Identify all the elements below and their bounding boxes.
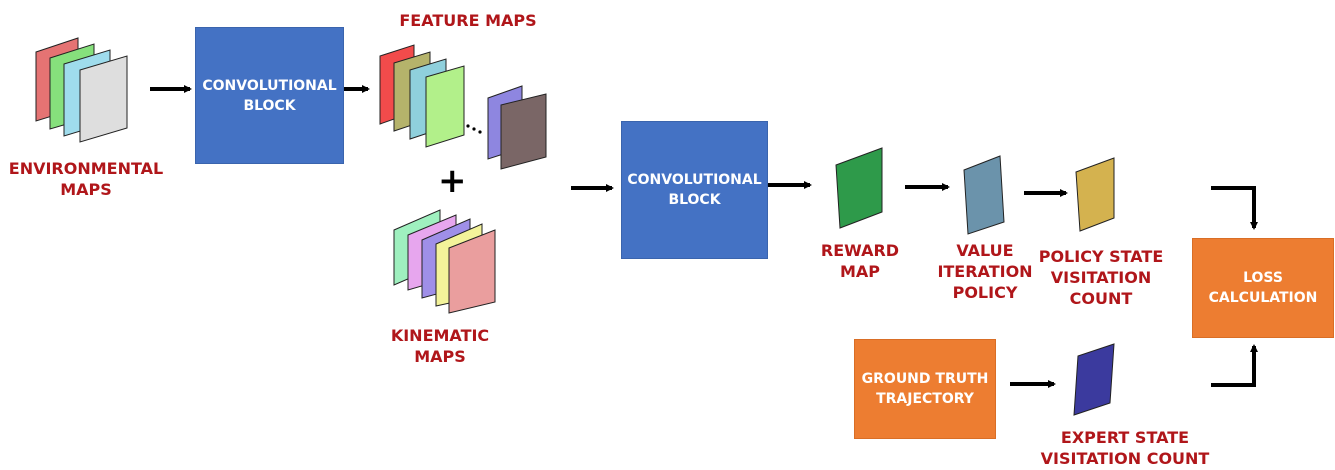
- convolutional-block-1: CONVOLUTIONAL BLOCK: [195, 27, 344, 164]
- conv-block-2-text: CONVOLUTIONAL: [627, 172, 762, 188]
- expert-state-label-line: VISITATION COUNT: [1040, 449, 1210, 468]
- policy-state-visitation-shape: [1075, 157, 1115, 232]
- kinematic-maps-label-line: KINEMATIC: [390, 326, 490, 345]
- value-iteration-label-line: VALUE: [956, 241, 1014, 260]
- policy-state-label-line: COUNT: [1069, 289, 1133, 308]
- expert-state-visitation-label: EXPERT STATE VISITATION COUNT: [1030, 427, 1220, 469]
- value-iteration-label-line: ITERATION: [937, 262, 1033, 281]
- policy-state-label-line: POLICY STATE: [1038, 247, 1164, 266]
- policy-state-label-line: VISITATION: [1050, 268, 1152, 287]
- arrow-policy-to-loss: [1211, 186, 1258, 230]
- ground-truth-text: TRAJECTORY: [876, 391, 974, 407]
- reward-map-label-line: REWARD: [820, 241, 900, 260]
- loss-calculation-text: CALCULATION: [1208, 290, 1318, 306]
- environmental-maps-label-line: MAPS: [60, 180, 112, 199]
- reward-map-shape: [835, 147, 883, 229]
- kinematic-maps-label: KINEMATIC MAPS: [380, 325, 500, 367]
- environmental-maps-label-line: ENVIRONMENTAL: [8, 159, 164, 178]
- environmental-maps-label: ENVIRONMENTAL MAPS: [0, 158, 172, 200]
- feature-maps-label: FEATURE MAPS: [388, 10, 548, 31]
- reward-map-label: REWARD MAP: [812, 240, 908, 282]
- feature-map-layer: [500, 93, 547, 170]
- arrow-expert-to-loss: [1211, 344, 1258, 387]
- value-iteration-policy-label: VALUE ITERATION POLICY: [935, 240, 1035, 303]
- env-map-layer: [79, 55, 128, 143]
- loss-calculation-text: LOSS: [1243, 270, 1283, 286]
- environmental-maps-stack: [35, 37, 128, 143]
- loss-calculation-box: LOSS CALCULATION: [1192, 238, 1334, 338]
- conv-block-1-text: CONVOLUTIONAL: [202, 77, 337, 94]
- value-iteration-policy-shape: [963, 155, 1005, 235]
- arrows: [150, 85, 1258, 388]
- value-iteration-label-line: POLICY: [952, 283, 1018, 302]
- expert-state-label-line: EXPERT STATE: [1060, 428, 1190, 447]
- expert-state-visitation-shape: [1073, 343, 1115, 416]
- kinematic-map-layer: [448, 229, 496, 314]
- conv-block-1-text: BLOCK: [243, 97, 296, 114]
- feature-maps-label-text: FEATURE MAPS: [399, 11, 537, 30]
- feature-map-layer: [425, 65, 465, 148]
- ground-truth-text: GROUND TRUTH: [861, 371, 989, 387]
- feature-maps-stack: [379, 44, 547, 170]
- ground-truth-trajectory-box: GROUND TRUTH TRAJECTORY: [854, 339, 996, 439]
- conv-block-2-text: BLOCK: [668, 192, 721, 208]
- plus-sign: +: [438, 161, 467, 201]
- ellipsis-dots: [466, 124, 482, 134]
- kinematic-maps-stack: [393, 209, 496, 314]
- reward-map-label-line: MAP: [839, 262, 881, 281]
- policy-state-visitation-label: POLICY STATE VISITATION COUNT: [1030, 246, 1172, 309]
- kinematic-maps-label-line: MAPS: [414, 347, 466, 366]
- convolutional-block-2: CONVOLUTIONAL BLOCK: [621, 121, 768, 259]
